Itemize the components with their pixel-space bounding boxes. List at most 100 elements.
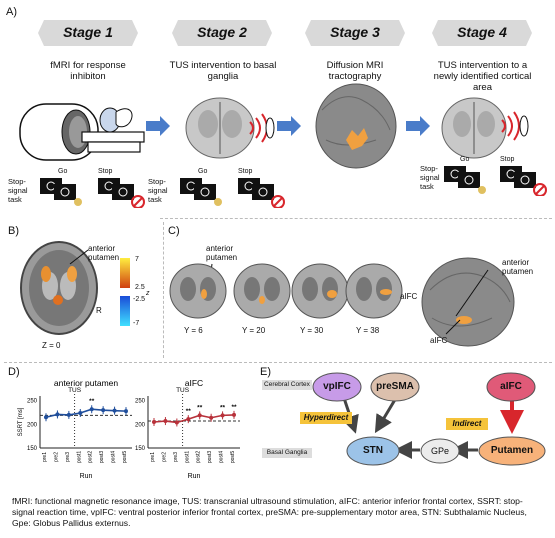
chart-title: aIFC	[185, 378, 203, 388]
stop-label-1: Stop	[98, 168, 113, 175]
cortex-label: Cerebral Cortex	[262, 380, 312, 390]
panel-c-label: C)	[168, 225, 180, 237]
go-label-2: Go	[198, 168, 208, 175]
node-gpe	[420, 438, 460, 464]
x-tick-label: pre2	[161, 452, 167, 462]
node-gpe-label: GPe	[430, 446, 449, 456]
stage-arrow-3	[406, 116, 430, 136]
edge-presma-stn	[374, 397, 398, 434]
panel-e-label: E)	[260, 366, 271, 378]
go-label-4: Go	[460, 156, 470, 163]
stop-label-2: Stop	[238, 168, 253, 175]
panel-a-label: A)	[6, 6, 17, 18]
cbar-neg-min: -2.5	[133, 296, 146, 303]
y-tick-label: 150	[27, 446, 38, 452]
x-tick-label: post4	[219, 451, 225, 463]
banner-shape	[305, 20, 405, 46]
node-vpifc-label: vpIFC	[323, 381, 351, 392]
x-tick-label: post1	[184, 451, 190, 463]
banner-shape	[38, 20, 138, 46]
data-point	[209, 415, 214, 420]
z-label: Z = 0	[42, 341, 61, 350]
data-point	[44, 415, 48, 420]
stage-2-banner: Stage 2	[172, 20, 272, 46]
mri-scanner-icon	[19, 103, 145, 161]
coronal-slice-y38	[345, 263, 403, 319]
tus-marker-label: TUS	[176, 387, 190, 394]
stage-3-banner: Stage 3	[305, 20, 405, 46]
stage-4-banner: Stage 4	[432, 20, 532, 46]
y-tick-label: 150	[135, 446, 146, 452]
go-label-1: Go	[58, 168, 68, 175]
data-point	[89, 407, 94, 412]
x-tick-label: post2	[88, 451, 94, 463]
node-stn-label: STN	[363, 445, 383, 456]
banner-shape	[432, 20, 532, 46]
data-point	[55, 412, 60, 417]
task-label-1: Stop-signal task	[8, 177, 28, 204]
basal-ganglia-label: Basal Ganglia	[262, 448, 312, 458]
y-tick-label: 250	[27, 399, 38, 405]
x-tick-label: post4	[111, 451, 117, 463]
panel-b-label: B)	[8, 225, 19, 237]
node-putamen	[478, 436, 546, 466]
x-tick-label: post3	[207, 451, 213, 463]
data-point	[66, 412, 71, 417]
x-tick-label: post5	[122, 451, 128, 463]
significance-label: **	[220, 404, 226, 411]
significance-label: **	[89, 398, 95, 405]
stage-arrow-1	[146, 116, 170, 136]
data-point	[220, 413, 225, 418]
data-point	[124, 409, 128, 414]
stage-2-desc: TUS intervention to basal ganglia	[169, 60, 277, 82]
y-tick-label: 250	[135, 399, 146, 405]
data-point	[112, 408, 117, 413]
annotation-line	[445, 319, 461, 335]
x-tick-label: post1	[76, 451, 82, 463]
cbar-pos-max: 7	[135, 256, 139, 263]
stop-signal-task-1	[40, 178, 145, 208]
stop-label-4: Stop	[500, 156, 515, 163]
side-r-label: R	[96, 306, 102, 315]
coronal-slice-y30	[291, 263, 349, 319]
stop-signal-task-4	[444, 166, 547, 196]
divider	[4, 362, 552, 363]
coronal-slice-y6	[169, 263, 227, 319]
stage-1-desc: fMRI for response inhibiton	[50, 60, 126, 82]
aifc-label-2: aIFC	[430, 336, 448, 345]
x-axis-label: Run	[188, 473, 201, 480]
node-presma-label: preSMA	[376, 381, 414, 392]
data-point	[186, 417, 191, 422]
aifc-label-1: aIFC	[400, 292, 418, 301]
x-tick-label: pre2	[53, 452, 59, 462]
task-label-4: Stop-signal task	[420, 164, 440, 191]
coronal-brain-icon	[185, 97, 275, 159]
stage-4-label: Stage 4	[457, 24, 507, 40]
axial-brain-slice	[20, 241, 98, 335]
divider	[160, 218, 552, 219]
stage-4-desc: TUS intervention to a newly identified c…	[433, 60, 532, 93]
tractography-brain-icon	[315, 83, 397, 169]
node-aifc-label: aIFC	[500, 381, 522, 392]
data-point	[197, 413, 202, 418]
stage-1-banner: Stage 1	[38, 20, 138, 46]
stage-3-label: Stage 3	[330, 24, 380, 40]
slice-label-1: Y = 6	[184, 326, 203, 335]
significance-label: **	[186, 408, 192, 415]
annotation-line	[69, 249, 89, 265]
indirect-label: Indirect	[446, 418, 488, 430]
x-tick-label: pre1	[42, 452, 48, 462]
data-point	[232, 412, 236, 417]
stage-arrow-2	[277, 116, 301, 136]
colorbar-negative	[120, 296, 130, 326]
y-axis-label: SSRT [ms]	[18, 407, 24, 436]
data-point	[152, 420, 156, 424]
anterior-putamen-label-3d: anterior putamen	[502, 258, 534, 276]
slice-label-3: Y = 30	[300, 326, 324, 335]
node-putamen-label: Putamen	[490, 445, 534, 456]
chart-title: anterior putamen	[54, 378, 119, 388]
data-point	[174, 420, 179, 425]
task-label-2: Stop-signal task	[148, 177, 168, 204]
y-tick-label: 200	[135, 422, 146, 428]
